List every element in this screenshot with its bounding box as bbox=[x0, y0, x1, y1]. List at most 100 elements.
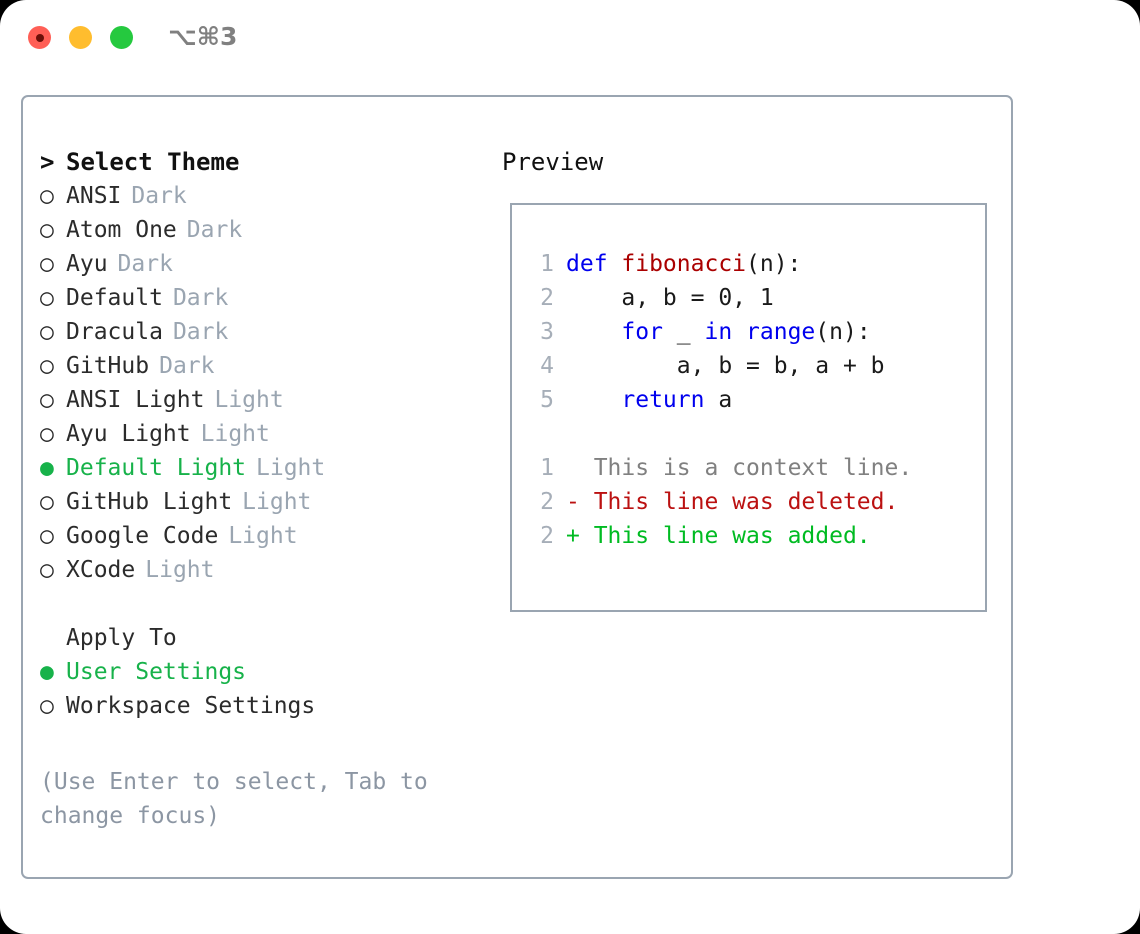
theme-option-dracula[interactable]: ○ Dracula Dark bbox=[40, 315, 480, 349]
line-number: 4 bbox=[540, 353, 554, 379]
radio-unselected-icon[interactable]: ○ bbox=[40, 285, 54, 311]
theme-option-category: Dark bbox=[186, 217, 243, 243]
code-token: (n): bbox=[815, 319, 871, 345]
diff-line-del: 2- This line was deleted. bbox=[526, 485, 912, 519]
code-token: a bbox=[704, 387, 733, 413]
code-token: def bbox=[566, 251, 622, 277]
code-line: 2 a, b = 0, 1 bbox=[526, 281, 912, 315]
line-number: 3 bbox=[540, 319, 554, 345]
line-number: 2 bbox=[540, 489, 554, 515]
close-button[interactable] bbox=[28, 26, 51, 49]
apply-to-option-label: User Settings bbox=[66, 659, 247, 685]
diff-text: This line was added. bbox=[579, 523, 871, 549]
theme-option-label: Default Light bbox=[66, 455, 247, 481]
diff-line-ctx: 1 This is a context line. bbox=[526, 451, 912, 485]
apply-to-option-label: Workspace Settings bbox=[66, 693, 316, 719]
radio-unselected-icon[interactable]: ○ bbox=[40, 217, 54, 243]
code-token bbox=[566, 319, 621, 345]
radio-unselected-icon[interactable]: ○ bbox=[40, 693, 54, 719]
apply-to-header-label: Apply To bbox=[66, 625, 177, 651]
code-token: fibonacci bbox=[621, 251, 747, 277]
code-line: 5 return a bbox=[526, 383, 912, 417]
theme-option-ayu[interactable]: ○ Ayu Dark bbox=[40, 247, 480, 281]
code-diff-separator bbox=[526, 417, 912, 451]
theme-option-github-light[interactable]: ○ GitHub Light Light bbox=[40, 485, 480, 519]
line-number: 1 bbox=[540, 251, 554, 277]
theme-option-category: Light bbox=[200, 421, 270, 447]
theme-option-ayu-light[interactable]: ○ Ayu Light Light bbox=[40, 417, 480, 451]
theme-option-category: Light bbox=[145, 557, 215, 583]
theme-option-category: Dark bbox=[131, 183, 187, 209]
radio-selected-icon[interactable]: ● bbox=[40, 455, 54, 481]
code-token bbox=[732, 319, 746, 345]
diff-marker: + bbox=[566, 523, 580, 549]
theme-list-header-label: Select Theme bbox=[66, 148, 240, 176]
radio-unselected-icon[interactable]: ○ bbox=[40, 421, 54, 447]
line-number: 2 bbox=[540, 523, 554, 549]
code-token: return bbox=[621, 387, 705, 413]
theme-option-github[interactable]: ○ GitHub Dark bbox=[40, 349, 480, 383]
diff-text: This is a context line. bbox=[579, 455, 913, 481]
radio-selected-icon[interactable]: ● bbox=[40, 659, 54, 685]
apply-to-header-indent bbox=[40, 621, 66, 655]
theme-option-label: GitHub Light bbox=[66, 489, 233, 515]
theme-option-label: Dracula bbox=[66, 319, 163, 345]
line-number: 1 bbox=[540, 455, 554, 481]
theme-option-category: Light bbox=[228, 523, 298, 549]
theme-option-label: Ayu Light bbox=[66, 421, 191, 447]
code-token: a, b = 0, 1 bbox=[566, 285, 774, 311]
theme-option-category: Light bbox=[242, 489, 312, 515]
theme-option-label: ANSI bbox=[66, 183, 122, 209]
code-token: for bbox=[621, 319, 663, 345]
diff-text: This line was deleted. bbox=[579, 489, 899, 515]
radio-unselected-icon[interactable]: ○ bbox=[40, 489, 54, 515]
radio-unselected-icon[interactable]: ○ bbox=[40, 557, 54, 583]
radio-unselected-icon[interactable]: ○ bbox=[40, 523, 54, 549]
code-token: a, b = b, a + b bbox=[566, 353, 885, 379]
radio-unselected-icon[interactable]: ○ bbox=[40, 251, 54, 277]
theme-option-category: Light bbox=[214, 387, 284, 413]
theme-option-default[interactable]: ○ Default Dark bbox=[40, 281, 480, 315]
maximize-button[interactable] bbox=[110, 26, 133, 49]
apply-to-header: Apply To bbox=[40, 621, 480, 655]
radio-unselected-icon[interactable]: ○ bbox=[40, 353, 54, 379]
code-token: (n): bbox=[746, 251, 802, 277]
radio-unselected-icon[interactable]: ○ bbox=[40, 183, 54, 209]
apply-to-option-workspace-settings[interactable]: ○ Workspace Settings bbox=[40, 689, 480, 723]
preview-column: Preview bbox=[502, 145, 992, 198]
code-token: in bbox=[704, 319, 733, 345]
theme-option-category: Dark bbox=[159, 353, 215, 379]
diff-line-add: 2 + This line was added. bbox=[526, 519, 912, 553]
code-line: 4 a, b = b, a + b bbox=[526, 349, 912, 383]
code-line: 3 for _ in range(n): bbox=[526, 315, 912, 349]
theme-option-label: GitHub bbox=[66, 353, 150, 379]
theme-option-atom-one[interactable]: ○ Atom One Dark bbox=[40, 213, 480, 247]
theme-option-ansi[interactable]: ○ ANSI Dark bbox=[40, 179, 480, 213]
theme-option-label: Ayu bbox=[66, 251, 108, 277]
keyboard-shortcut-label: ⌥⌘3 bbox=[168, 22, 238, 51]
theme-option-label: Atom One bbox=[66, 217, 177, 243]
minimize-button[interactable] bbox=[69, 26, 92, 49]
radio-unselected-icon[interactable]: ○ bbox=[40, 387, 54, 413]
code-token bbox=[566, 387, 621, 413]
line-number: 2 bbox=[540, 285, 554, 311]
window-titlebar: ⌥⌘3 bbox=[0, 0, 1140, 78]
window-controls bbox=[28, 26, 133, 49]
theme-option-category: Dark bbox=[117, 251, 173, 277]
code-token: range bbox=[746, 319, 816, 345]
radio-unselected-icon[interactable]: ○ bbox=[40, 319, 54, 345]
theme-option-category: Dark bbox=[172, 319, 229, 345]
theme-option-category: Dark bbox=[172, 285, 229, 311]
theme-option-label: Default bbox=[66, 285, 163, 311]
keyboard-hint-text: (Use Enter to select, Tab to change focu… bbox=[40, 769, 428, 829]
apply-to-option-user-settings[interactable]: ● User Settings bbox=[40, 655, 480, 689]
